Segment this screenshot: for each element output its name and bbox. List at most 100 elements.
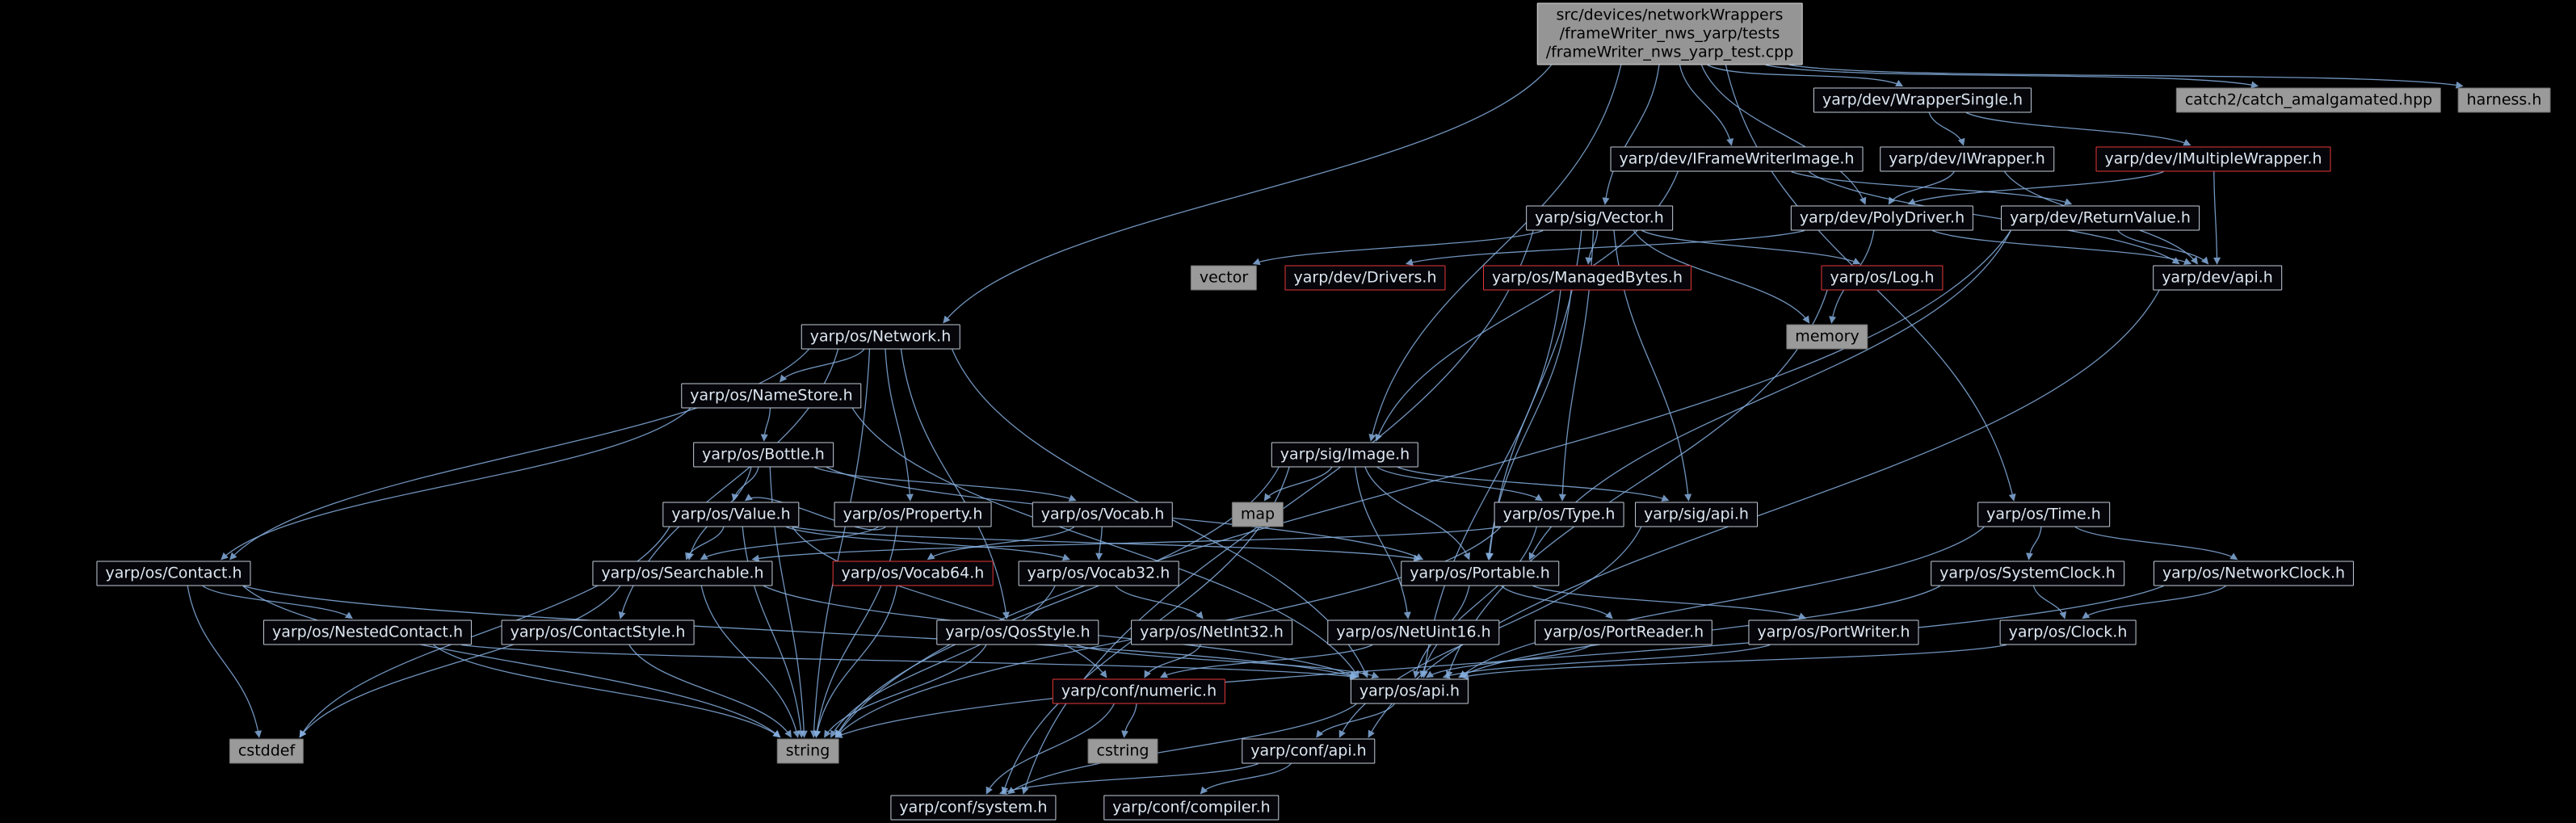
node-label: yarp/dev/IMultipleWrapper.h [2104, 149, 2322, 168]
graph-node-managedbytes[interactable]: yarp/os/ManagedBytes.h [1482, 265, 1692, 291]
include-edge-root-to-wrappersingle [1707, 64, 1904, 87]
include-edge-contact-to-cstddef [187, 586, 263, 738]
include-edge-osapi-to-confapi [1316, 703, 1395, 738]
graph-node-iframewriterimage[interactable]: yarp/dev/IFrameWriterImage.h [1610, 146, 1864, 172]
graph-node-portreader[interactable]: yarp/os/PortReader.h [1534, 619, 1713, 645]
include-edge-wrappersingle-to-iwrapper [1928, 112, 1965, 146]
node-label: yarp/os/Log.h [1830, 268, 1935, 287]
include-edge-time-to-osapi [1459, 527, 1985, 678]
include-edge-iwrapper-to-polydriver [1888, 171, 1955, 205]
include-edge-sigimage-to-type [1376, 466, 1543, 502]
node-label: yarp/os/Type.h [1502, 505, 1616, 523]
node-label: yarp/conf/compiler.h [1112, 798, 1271, 817]
graph-node-contact[interactable]: yarp/os/Contact.h [96, 561, 251, 586]
include-edge-type-to-searchable [751, 526, 1501, 562]
graph-node-type[interactable]: yarp/os/Type.h [1494, 502, 1624, 527]
graph-node-bottle[interactable]: yarp/os/Bottle.h [693, 442, 834, 468]
graph-node-network[interactable]: yarp/os/Network.h [801, 324, 960, 350]
include-edge-clock-to-osapi [1460, 644, 2007, 680]
graph-node-portwriter[interactable]: yarp/os/PortWriter.h [1748, 619, 1919, 645]
node-label: yarp/os/Portable.h [1410, 564, 1550, 582]
include-edge-value-to-numeric [792, 527, 1107, 678]
graph-node-confapi[interactable]: yarp/conf/api.h [1242, 738, 1376, 764]
include-edge-time-to-networkclock [2074, 526, 2238, 561]
graph-node-namestore[interactable]: yarp/os/NameStore.h [681, 383, 862, 409]
graph-node-nestedcontact[interactable]: yarp/os/NestedContact.h [263, 619, 473, 645]
node-label: yarp/os/Value.h [671, 505, 791, 523]
node-label: /frameWriter_nws_yarp_test.cpp [1545, 43, 1794, 61]
graph-node-imultiplewrapper[interactable]: yarp/dev/IMultipleWrapper.h [2095, 146, 2331, 172]
graph-node-polydriver[interactable]: yarp/dev/PolyDriver.h [1790, 205, 1974, 231]
graph-node-returnvalue[interactable]: yarp/dev/ReturnValue.h [2001, 205, 2200, 231]
include-edge-contact-to-string [242, 586, 781, 738]
include-edge-sigimage-to-sigapi [1397, 466, 1670, 502]
graph-node-map: map [1231, 502, 1284, 527]
graph-node-confsystem[interactable]: yarp/conf/system.h [890, 795, 1057, 821]
graph-node-wrappersingle[interactable]: yarp/dev/WrapperSingle.h [1813, 87, 2032, 113]
include-edge-network-to-property [885, 349, 914, 502]
graph-node-root: src/devices/networkWrappers/frameWriter_… [1536, 2, 1803, 65]
graph-node-drivers[interactable]: yarp/dev/Drivers.h [1284, 265, 1446, 291]
node-label: yarp/os/Bottle.h [702, 445, 825, 464]
node-label: yarp/sig/Image.h [1280, 445, 1410, 464]
node-label: yarp/os/Time.h [1986, 505, 2101, 523]
include-edge-returnvalue-to-string [834, 230, 2011, 738]
graph-node-vector: vector [1190, 265, 1258, 291]
graph-node-sigapi[interactable]: yarp/sig/api.h [1635, 502, 1758, 527]
graph-node-clock[interactable]: yarp/os/Clock.h [1999, 619, 2137, 645]
include-edge-type-to-osapi [1419, 527, 1537, 678]
graph-node-sigvector[interactable]: yarp/sig/Vector.h [1526, 205, 1673, 231]
node-label: memory [1795, 327, 1860, 346]
graph-node-netint32[interactable]: yarp/os/NetInt32.h [1131, 619, 1292, 645]
node-label: yarp/conf/system.h [899, 798, 1048, 817]
graph-node-searchable[interactable]: yarp/os/Searchable.h [592, 561, 773, 586]
graph-node-netuint16[interactable]: yarp/os/NetUint16.h [1327, 619, 1500, 645]
node-label: yarp/os/PortWriter.h [1757, 623, 1910, 641]
node-label: yarp/dev/PolyDriver.h [1799, 208, 1965, 227]
node-label: yarp/dev/IFrameWriterImage.h [1619, 149, 1855, 168]
graph-node-iwrapper[interactable]: yarp/dev/IWrapper.h [1880, 146, 2054, 172]
graph-node-portable[interactable]: yarp/os/Portable.h [1401, 561, 1559, 586]
graph-node-vocab32[interactable]: yarp/os/Vocab32.h [1018, 561, 1179, 586]
node-label: yarp/os/PortReader.h [1543, 623, 1704, 641]
include-edge-contact-to-nestedcontact [202, 585, 353, 619]
include-edge-numeric-to-cstring [1121, 703, 1137, 738]
node-label: cstring [1096, 741, 1149, 760]
graph-node-qosstyle[interactable]: yarp/os/QosStyle.h [936, 619, 1099, 645]
include-edge-portreader-to-osapi [1426, 644, 1592, 678]
include-edge-sigimage-to-netuint16 [1355, 467, 1411, 619]
include-edge-vocab32-to-netint32 [1115, 586, 1204, 619]
graph-node-property[interactable]: yarp/os/Property.h [834, 502, 992, 527]
graph-node-contactstyle[interactable]: yarp/os/ContactStyle.h [501, 619, 695, 645]
node-label: /frameWriter_nws_yarp/tests [1559, 24, 1780, 43]
graph-node-sigimage[interactable]: yarp/sig/Image.h [1271, 442, 1419, 468]
node-label: yarp/dev/WrapperSingle.h [1822, 90, 2023, 109]
graph-node-confcompiler[interactable]: yarp/conf/compiler.h [1103, 795, 1280, 821]
node-label: yarp/os/NetUint16.h [1336, 623, 1491, 641]
include-edge-systemclock-to-clock [2032, 586, 2067, 619]
include-edge-sigvector-to-log [1641, 229, 1861, 265]
graph-node-vocab64[interactable]: yarp/os/Vocab64.h [832, 561, 994, 586]
graph-node-cstddef: cstddef [229, 738, 305, 764]
graph-node-devapi[interactable]: yarp/dev/api.h [2153, 265, 2282, 291]
graph-node-numeric[interactable]: yarp/conf/numeric.h [1052, 678, 1226, 704]
include-edge-value-to-vocab32 [786, 526, 1070, 561]
include-edge-bottle-to-value [731, 467, 759, 502]
include-edge-confapi-to-confcompiler [1200, 763, 1292, 795]
include-edge-networkclock-to-clock [2082, 585, 2226, 619]
graph-node-vocab[interactable]: yarp/os/Vocab.h [1032, 502, 1174, 527]
include-edge-netint32-to-numeric [1144, 645, 1202, 678]
node-label: yarp/conf/numeric.h [1061, 682, 1217, 700]
graph-node-networkclock[interactable]: yarp/os/NetworkClock.h [2153, 561, 2355, 586]
graph-node-osapi[interactable]: yarp/os/api.h [1350, 678, 1469, 704]
graph-node-value[interactable]: yarp/os/Value.h [662, 502, 800, 527]
graph-node-time[interactable]: yarp/os/Time.h [1977, 502, 2110, 527]
node-label: yarp/sig/Vector.h [1535, 208, 1664, 227]
graph-node-log[interactable]: yarp/os/Log.h [1821, 265, 1944, 291]
graph-node-memory: memory [1786, 324, 1868, 350]
include-edge-nestedcontact-to-osapi [461, 644, 1358, 681]
include-edge-qosstyle-to-string [824, 645, 987, 738]
node-label: yarp/os/Network.h [809, 327, 952, 346]
graph-node-systemclock[interactable]: yarp/os/SystemClock.h [1931, 561, 2124, 586]
